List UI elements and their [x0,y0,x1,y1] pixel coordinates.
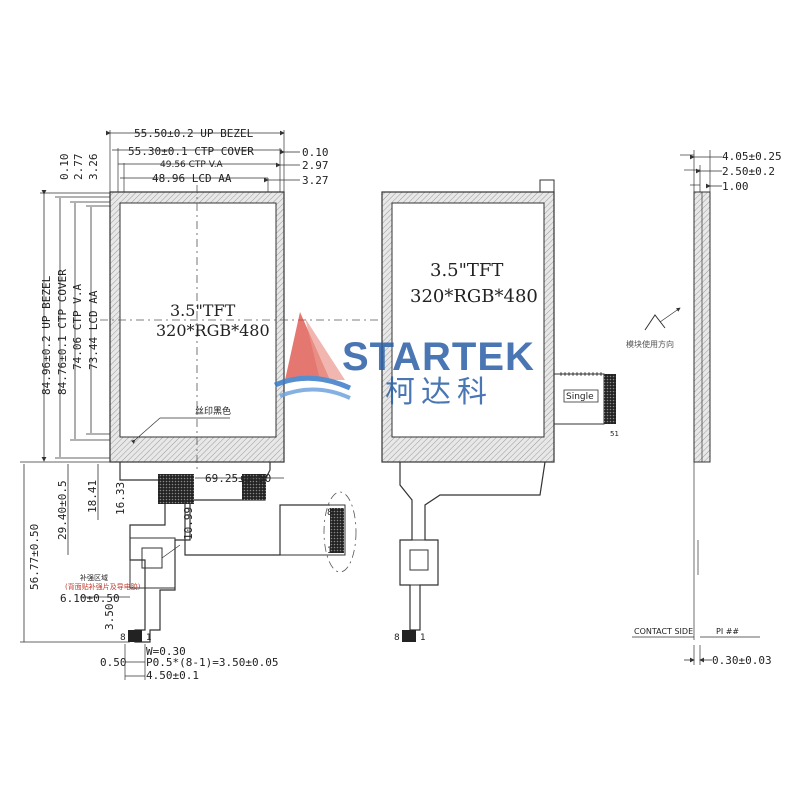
dim-350: 3.50 [103,604,116,631]
startek-watermark: STARTEK 柯达科 [274,312,535,410]
dim-left-010: 0.10 [58,154,71,181]
silkscreen-label: 丝印黑色 [195,405,231,417]
side-view: 4.05±0.25 2.50±0.2 1.00 模块使用方向 CONTACT S… [626,150,782,667]
dim-right-327: 3.27 [302,174,329,187]
back-connector-pin-left: 8 [394,633,400,643]
back-stiffener [399,539,439,586]
stiffener-label: 补强区域 [80,573,108,582]
front-connector-pin-left: 8 [120,633,126,643]
stiffener-note: (背面贴补强片及导电胶) [65,582,141,591]
dim-ctp-va-width: 49.56 CTP V.A [160,160,224,170]
dim-left-277: 2.77 [72,154,85,181]
back-active-area [391,202,545,438]
dim-lcd-aa-width: 48.96 LCD AA [152,172,232,185]
direction-eye-icon [644,314,666,331]
front-connector [128,630,142,642]
dim-lcd-aa-height: 73.44 LCD AA [87,290,100,370]
front-connector-pin-right: 1 [146,633,152,643]
dim-2940: 29.40±0.5 [56,480,69,540]
dim-up-bezel-width: 55.50±0.2 UP BEZEL [134,127,254,140]
front-panel-resolution: 320*RGB*480 [156,321,270,340]
brand-name-cn: 柯达科 [385,375,493,410]
startek-logo-icon [274,312,352,400]
dim-right-297: 2.97 [302,159,329,172]
dim-ctp-cover-height: 84.76±0.1 CTP COVER [56,269,69,395]
side-connector-pin-top: 8 [327,508,333,518]
front-fpc-tail [279,504,346,556]
dim-1099: 10.99 [182,507,195,540]
back-panel-title: 3.5"TFT [430,260,503,281]
side-dim-100: 1.00 [722,180,749,193]
dim-050: 0.50 [100,656,127,669]
front-view: 55.50±0.2 UP BEZEL 55.30±0.1 CTP COVER 4… [20,127,380,682]
back-connector-pin-right: 1 [420,633,426,643]
dim-up-bezel-height: 84.96±0.2 UP BEZEL [40,275,53,395]
dim-pitch: P0.5*(8-1)=3.50±0.05 [146,656,278,669]
dim-1841: 18.41 [86,480,99,513]
direction-note: 模块使用方向 [626,339,674,349]
side-dim-250: 2.50±0.2 [722,165,775,178]
dim-450: 4.50±0.1 [146,669,199,682]
front-fpc-components-1 [158,474,194,504]
back-view: 3.5"TFT 320*RGB*480 Single 51 8 1 [381,179,619,643]
dim-ctp-va-height: 74.06 CTP V.A [71,284,84,370]
dim-ctp-cover-width: 55.30±0.1 CTP COVER [128,145,254,158]
side-thickness: 0.30±0.03 [712,654,772,667]
back-connector-label: Single [566,392,594,402]
dim-610: 6.10±0.50 [60,592,120,605]
side-connector-pin-bottom: 1 [327,546,333,556]
back-panel-resolution: 320*RGB*480 [410,286,538,307]
front-stiffener [129,537,176,589]
pi-label: PI ## [716,627,739,636]
front-panel-title: 3.5"TFT [170,301,236,320]
back-connector [402,630,416,642]
brand-name: STARTEK [342,335,535,379]
back-side-pin: 51 [610,430,619,438]
side-dim-405: 4.05±0.25 [722,150,782,163]
front-side-connector [330,508,344,553]
contact-side-label: CONTACT SIDE [634,627,693,636]
dim-left-326: 3.26 [87,154,100,181]
dim-pin-w: W=0.30 [146,645,186,658]
front-fpc [119,462,271,643]
dim-right-010: 0.10 [302,146,329,159]
back-fpc [399,461,546,631]
back-side-connector [604,374,616,424]
dim-1633: 16.33 [114,482,127,515]
dim-6925: 69.25±0.50 [205,472,271,485]
dim-5677: 56.77±0.50 [28,524,41,590]
